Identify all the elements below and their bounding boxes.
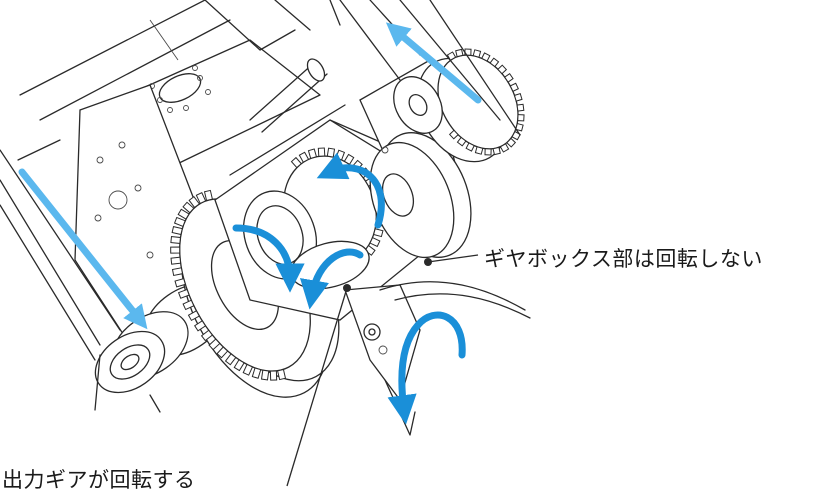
gear-tooth bbox=[317, 147, 326, 157]
gear-tooth bbox=[177, 208, 190, 220]
gear-top-rotation-arrow-icon bbox=[316, 152, 385, 229]
gear-tooth bbox=[233, 359, 245, 372]
gear-tooth bbox=[307, 148, 318, 159]
motion-arrows bbox=[18, 22, 482, 425]
gear-bottom-rotation-arrow-icon bbox=[300, 248, 364, 310]
gear-tooth bbox=[511, 130, 521, 141]
gear-tooth bbox=[481, 52, 491, 62]
gear-tooth bbox=[373, 228, 384, 238]
output-gear-label: 出力ギアが回転する bbox=[2, 468, 196, 492]
gear-tooth bbox=[187, 310, 200, 322]
gear-tooth bbox=[472, 49, 482, 58]
gear-tooth bbox=[277, 368, 287, 381]
gear-tooth bbox=[170, 236, 181, 245]
gear-tooth bbox=[448, 129, 459, 140]
gear-tooth bbox=[474, 146, 484, 155]
output-rotation-arrow-icon bbox=[387, 311, 466, 425]
gear-tooth bbox=[208, 338, 221, 351]
gear-tooth bbox=[182, 299, 195, 311]
gear-tooth bbox=[446, 51, 457, 61]
leader-lines bbox=[286, 254, 479, 487]
gear-tooth bbox=[269, 370, 278, 381]
left-belt bbox=[0, 149, 121, 361]
gear-tooth bbox=[251, 367, 262, 379]
gear-tooth bbox=[455, 48, 464, 58]
gear-tooth bbox=[504, 73, 514, 83]
gear-tooth bbox=[203, 189, 213, 202]
gear-tooth bbox=[171, 267, 184, 277]
gear-tooth bbox=[515, 122, 524, 132]
gear-tooth bbox=[369, 236, 381, 248]
gear-tooth bbox=[170, 256, 182, 265]
gear-tooth bbox=[456, 136, 467, 147]
right-belt bbox=[339, 0, 521, 136]
gearbox-stationary-label: ギヤボックス部は回転しない bbox=[484, 247, 763, 271]
output-arm bbox=[344, 281, 531, 436]
drive-shaft bbox=[249, 58, 328, 133]
gear-tooth bbox=[224, 353, 237, 366]
gear-tooth bbox=[242, 363, 254, 376]
right-frame bbox=[359, 59, 472, 259]
gear-tooth bbox=[499, 143, 510, 153]
gear-tooth bbox=[298, 151, 310, 163]
gear-tooth bbox=[174, 277, 186, 288]
gear-tooth bbox=[326, 147, 336, 158]
gear-tooth bbox=[195, 192, 207, 205]
gear-tooth bbox=[194, 320, 207, 332]
gear-tooth bbox=[513, 93, 523, 102]
gear-tooth bbox=[290, 156, 302, 169]
gear-tooth bbox=[489, 57, 500, 68]
gear-tooth bbox=[517, 114, 525, 122]
gear-tooth bbox=[173, 216, 186, 228]
gear-tooth bbox=[260, 369, 270, 381]
gear-tooth bbox=[177, 288, 190, 299]
left-belt-arrow-icon bbox=[18, 168, 148, 330]
upper-frame bbox=[17, 0, 341, 161]
gear-tooth bbox=[484, 148, 492, 156]
gear-tooth bbox=[171, 226, 183, 236]
gear-tooth bbox=[188, 195, 201, 209]
gear-tooth bbox=[170, 246, 181, 254]
gear-tooth bbox=[509, 82, 519, 92]
gear-tooth bbox=[465, 142, 475, 152]
gear-tooth bbox=[506, 137, 517, 148]
gear-tooth bbox=[216, 346, 229, 359]
gear-left-rotation-arrow-icon bbox=[232, 224, 305, 293]
gear-tooth bbox=[492, 146, 501, 156]
right-belt-arrow-icon bbox=[385, 22, 482, 104]
gear-tooth bbox=[182, 201, 195, 214]
gear-tooth bbox=[200, 329, 214, 342]
gear-tooth bbox=[497, 64, 508, 75]
gear-tooth bbox=[516, 103, 525, 112]
